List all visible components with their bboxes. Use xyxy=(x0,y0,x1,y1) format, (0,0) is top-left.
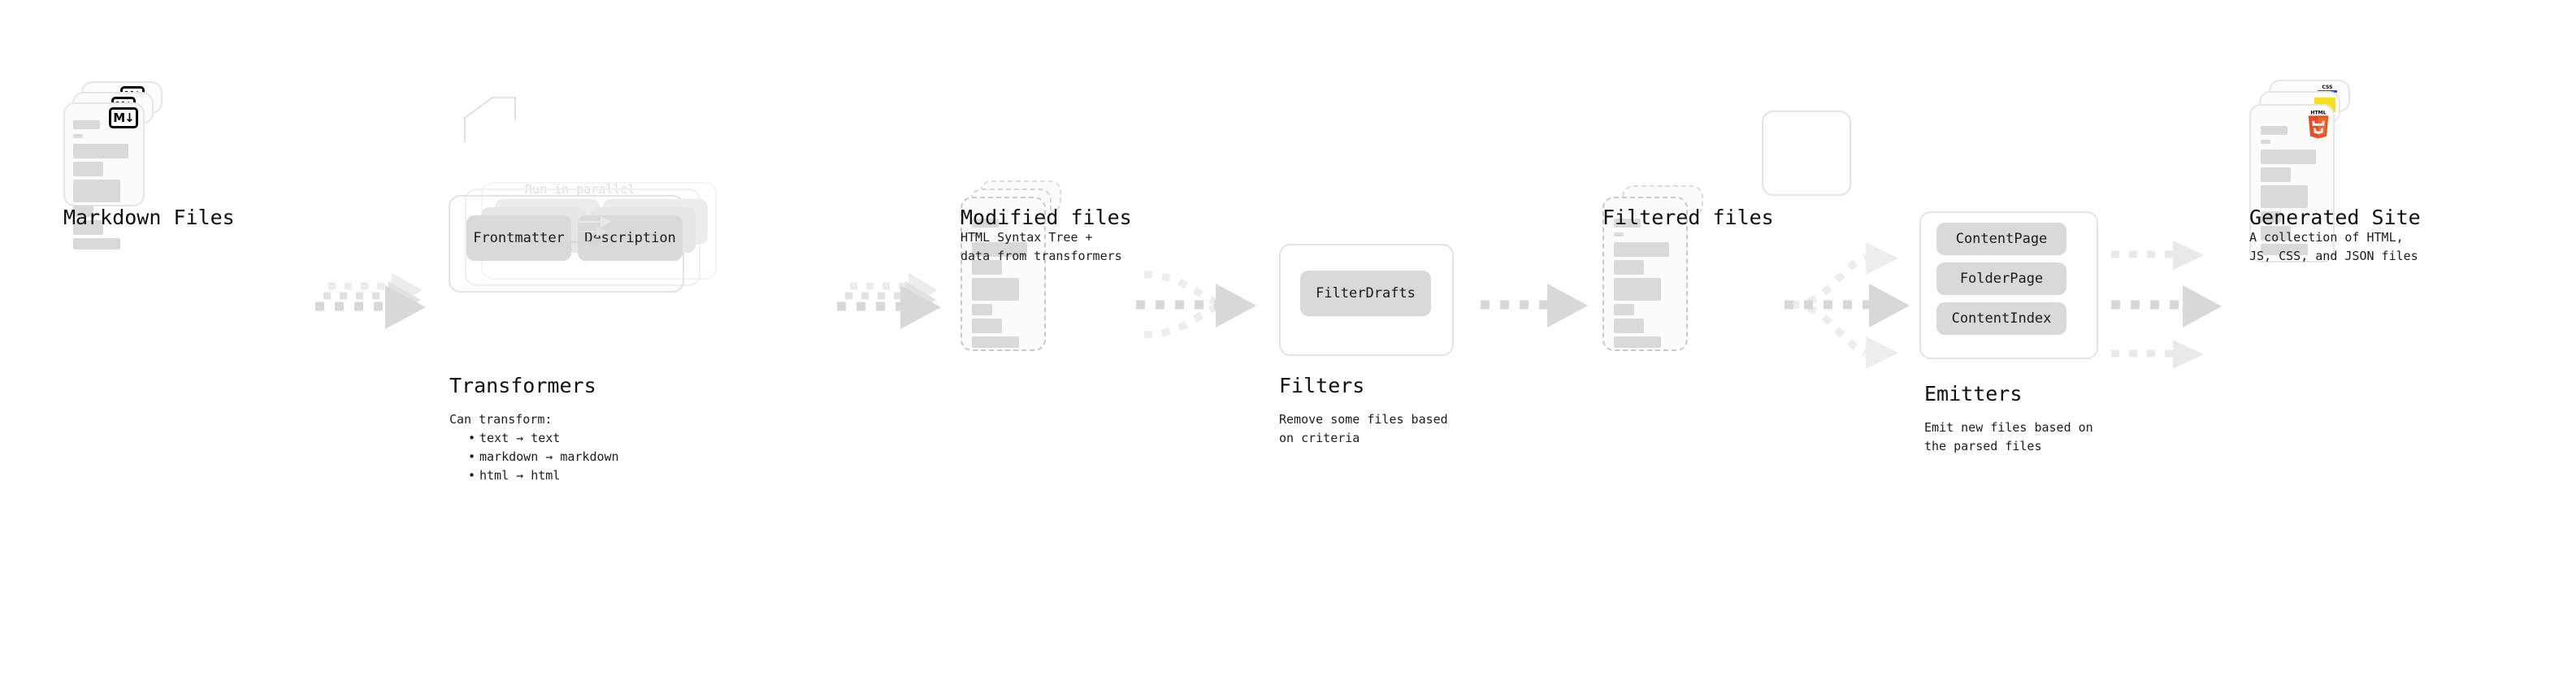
arrow-markdown-to-transformers xyxy=(315,273,426,329)
skeleton-line xyxy=(2261,226,2291,241)
skeleton-line xyxy=(2261,211,2281,223)
filters-box xyxy=(1279,244,1454,356)
arrow-transformers-to-modified xyxy=(837,273,941,329)
emitter-chip-contentpage[interactable]: ContentPage xyxy=(1936,223,2066,255)
skeleton-line xyxy=(73,162,103,176)
bullet-item: html → html xyxy=(468,466,619,485)
skeleton-line xyxy=(2261,126,2288,135)
modified-files-title: Modified files xyxy=(961,206,1132,229)
skeleton-line xyxy=(2261,167,2291,182)
skeleton-line xyxy=(73,220,103,235)
skeleton-line xyxy=(2261,140,2270,144)
emitter-chip-folderpage[interactable]: FolderPage xyxy=(1936,262,2066,295)
arrow-modified-to-filters xyxy=(1136,271,1256,339)
transformers-title: Transformers xyxy=(449,374,596,397)
filters-title: Filters xyxy=(1279,374,1365,397)
emitters-box-frame xyxy=(1919,211,2098,359)
skeleton-line xyxy=(972,304,992,315)
skeleton-line xyxy=(1614,304,1634,315)
arrow-emitters-to-generated xyxy=(2111,241,2222,369)
transformers-subtitle: Can transform: xyxy=(449,412,553,427)
bullet-item: text → text xyxy=(468,429,619,448)
skeleton-line xyxy=(1614,242,1669,257)
modified-files-subtitle: HTML Syntax Tree + data from transformer… xyxy=(961,230,1122,263)
skeleton-line xyxy=(73,180,120,202)
skeleton-line xyxy=(972,260,1002,275)
filtered-files-title: Filtered files xyxy=(1602,206,1774,229)
skeleton-line xyxy=(2261,244,2308,255)
filter-chip-filterdrafts[interactable]: FilterDrafts xyxy=(1300,271,1431,316)
skeleton-line xyxy=(2261,185,2308,208)
skeleton-line xyxy=(972,319,1002,333)
skeleton-line xyxy=(972,336,1019,348)
transformer-chip-frontmatter[interactable]: Frontmatter xyxy=(466,215,571,261)
skeleton-line xyxy=(1614,278,1661,301)
skeleton-line xyxy=(73,134,83,138)
emitters-subtitle: Emit new files based on the parsed files xyxy=(1924,420,2093,453)
emitter-chip-contentindex[interactable]: ContentIndex xyxy=(1936,302,2066,335)
transformers-bullets: text → text markdown → markdown html → h… xyxy=(463,429,619,485)
skeleton-line xyxy=(972,219,999,228)
skeleton-line xyxy=(1614,336,1661,348)
generated-site-subtitle: A collection of HTML, JS, CSS, and JSON … xyxy=(2249,230,2418,263)
transformer-inner-arrows xyxy=(570,216,612,248)
transformer-chip-description[interactable]: Description xyxy=(578,215,683,261)
bullet-item: markdown → markdown xyxy=(468,448,619,466)
markdown-files-title: Markdown Files xyxy=(63,206,235,229)
skeleton-line xyxy=(972,278,1019,301)
skeleton-line xyxy=(2261,150,2316,164)
generated-site-title: Generated Site xyxy=(2249,206,2421,229)
css-icon-label: CSS xyxy=(2322,85,2333,90)
skeleton-line xyxy=(972,232,982,236)
markdown-icon: M↓ xyxy=(109,107,138,128)
emitters-box xyxy=(1762,111,1851,196)
arrow-filtered-to-emitters xyxy=(1785,242,1910,369)
html5-icon: HTML xyxy=(2308,110,2329,139)
emitters-title: Emitters xyxy=(1924,382,2023,406)
skeleton-line xyxy=(73,206,93,217)
skeleton-line xyxy=(1614,219,1641,228)
skeleton-line xyxy=(1614,232,1624,236)
filters-subtitle: Remove some files based on criteria xyxy=(1279,412,1448,445)
skeleton-line xyxy=(73,144,128,158)
skeleton-line xyxy=(972,242,1027,257)
skeleton-line xyxy=(73,238,120,249)
skeleton-line xyxy=(73,120,100,129)
arrow-filters-to-filtered xyxy=(1481,284,1588,327)
svg-text:HTML: HTML xyxy=(2310,110,2326,115)
skeleton-line xyxy=(1614,260,1644,275)
skeleton-line xyxy=(1614,319,1644,333)
